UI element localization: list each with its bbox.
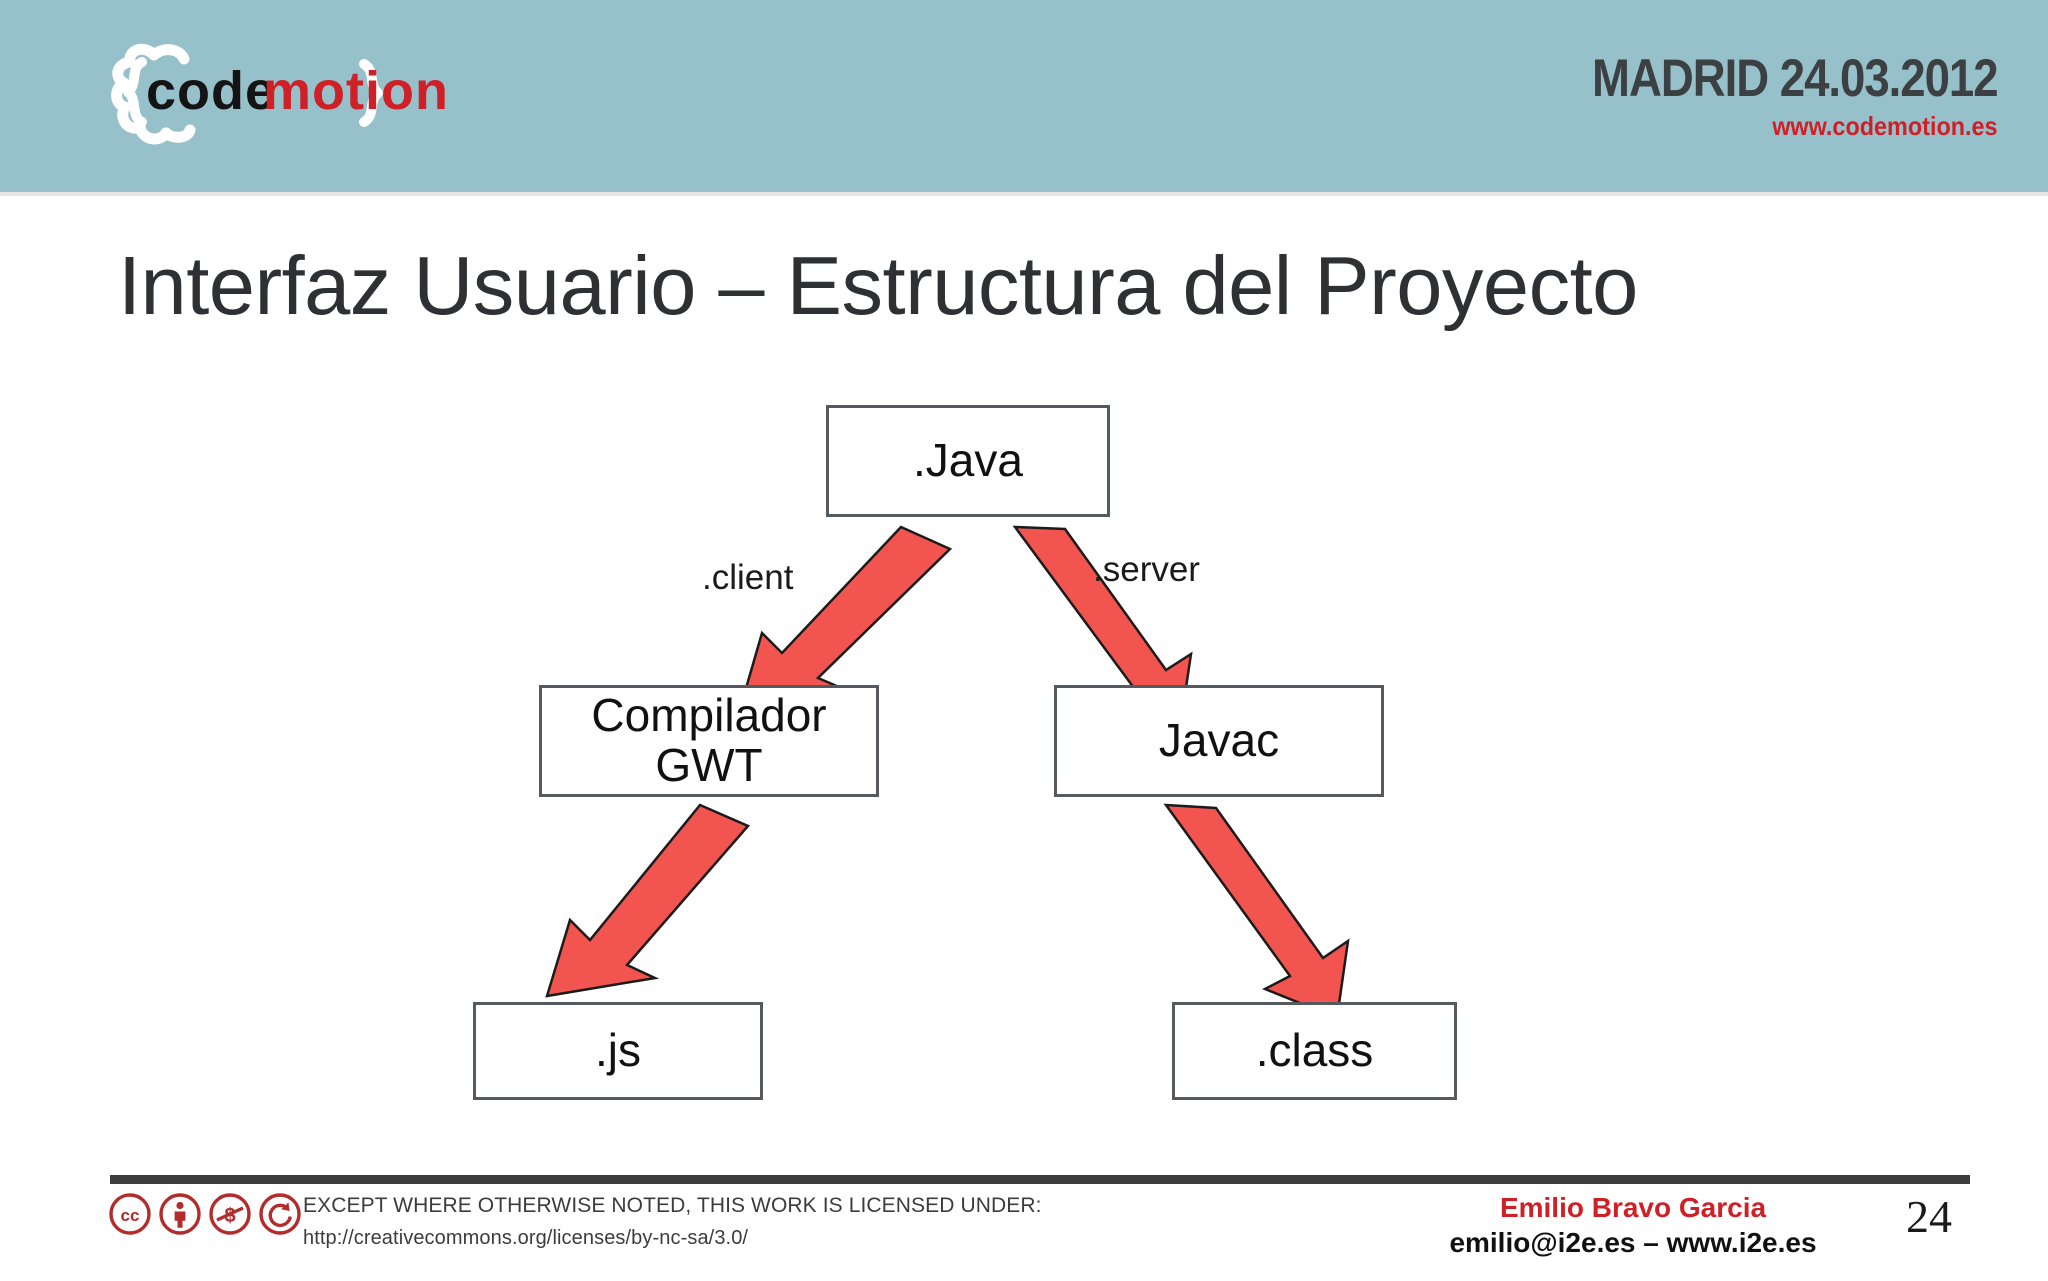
arrow-javac-to-class (1163, 803, 1350, 1020)
codemotion-logo: code motion (78, 22, 458, 167)
arrow-java-to-gwt (738, 525, 953, 711)
svg-text:$: $ (224, 1205, 235, 1227)
page-number: 24 (1906, 1191, 1952, 1242)
footer-divider (110, 1175, 1970, 1184)
diagram-node-javac[interactable]: Javac (1054, 685, 1384, 797)
header-band-shadow (0, 192, 2048, 196)
author-contact[interactable]: emilio@i2e.es – www.i2e.es (1449, 1227, 1817, 1258)
diagram-node-javac-label: Javac (1158, 714, 1280, 767)
event-city-date: MADRID 24.03.2012 (1592, 49, 1999, 108)
diagram-node-java[interactable]: .Java (826, 405, 1110, 517)
diagram-node-class[interactable]: .class (1172, 1002, 1457, 1100)
cc-nc-noncommercial-icon[interactable]: $ (208, 1192, 252, 1236)
header-event-info: MADRID 24.03.2012 www.codemotion.es (1526, 49, 1999, 141)
edge-label-server: .server (1093, 550, 1200, 589)
edge-label-client: .client (702, 558, 794, 597)
author-name: Emilio Bravo Garcia (1499, 1192, 1767, 1223)
arrow-gwt-to-js (545, 803, 751, 998)
logo-word-motion: motion (263, 61, 449, 121)
svg-text:cc: cc (121, 1206, 140, 1225)
creative-commons-icons: cc $ (108, 1192, 302, 1236)
license-line-2[interactable]: http://creativecommons.org/licenses/by-n… (303, 1226, 749, 1249)
cc-sa-sharealike-icon[interactable] (258, 1192, 302, 1236)
license-line-1: EXCEPT WHERE OTHERWISE NOTED, THIS WORK … (303, 1194, 1042, 1217)
diagram-node-js[interactable]: .js (473, 1002, 763, 1100)
diagram-node-gwt[interactable]: Compilador GWT (539, 685, 879, 797)
cc-by-attribution-icon[interactable] (158, 1192, 202, 1236)
diagram-node-java-label: .Java (913, 434, 1023, 487)
header-band (0, 0, 2048, 192)
diagram-node-class-label: .class (1255, 1024, 1374, 1077)
diagram-node-gwt-line2: GWT (655, 739, 763, 791)
license-text: EXCEPT WHERE OTHERWISE NOTED, THIS WORK … (303, 1190, 1042, 1254)
cc-logo-icon[interactable]: cc (108, 1192, 152, 1236)
event-website[interactable]: www.codemotion.es (1772, 111, 1998, 141)
page-title: Interfaz Usuario – Estructura del Proyec… (118, 239, 1638, 332)
diagram-node-gwt-label: Compilador GWT (591, 689, 827, 791)
codemotion-logo-svg: code motion (111, 43, 449, 145)
diagram-node-js-label: .js (595, 1024, 641, 1077)
author-block: Emilio Bravo Garcia emilio@i2e.es – www.… (1380, 1190, 1886, 1260)
logo-word-code: code (146, 61, 276, 121)
diagram-node-gwt-line1: Compilador (591, 689, 827, 742)
